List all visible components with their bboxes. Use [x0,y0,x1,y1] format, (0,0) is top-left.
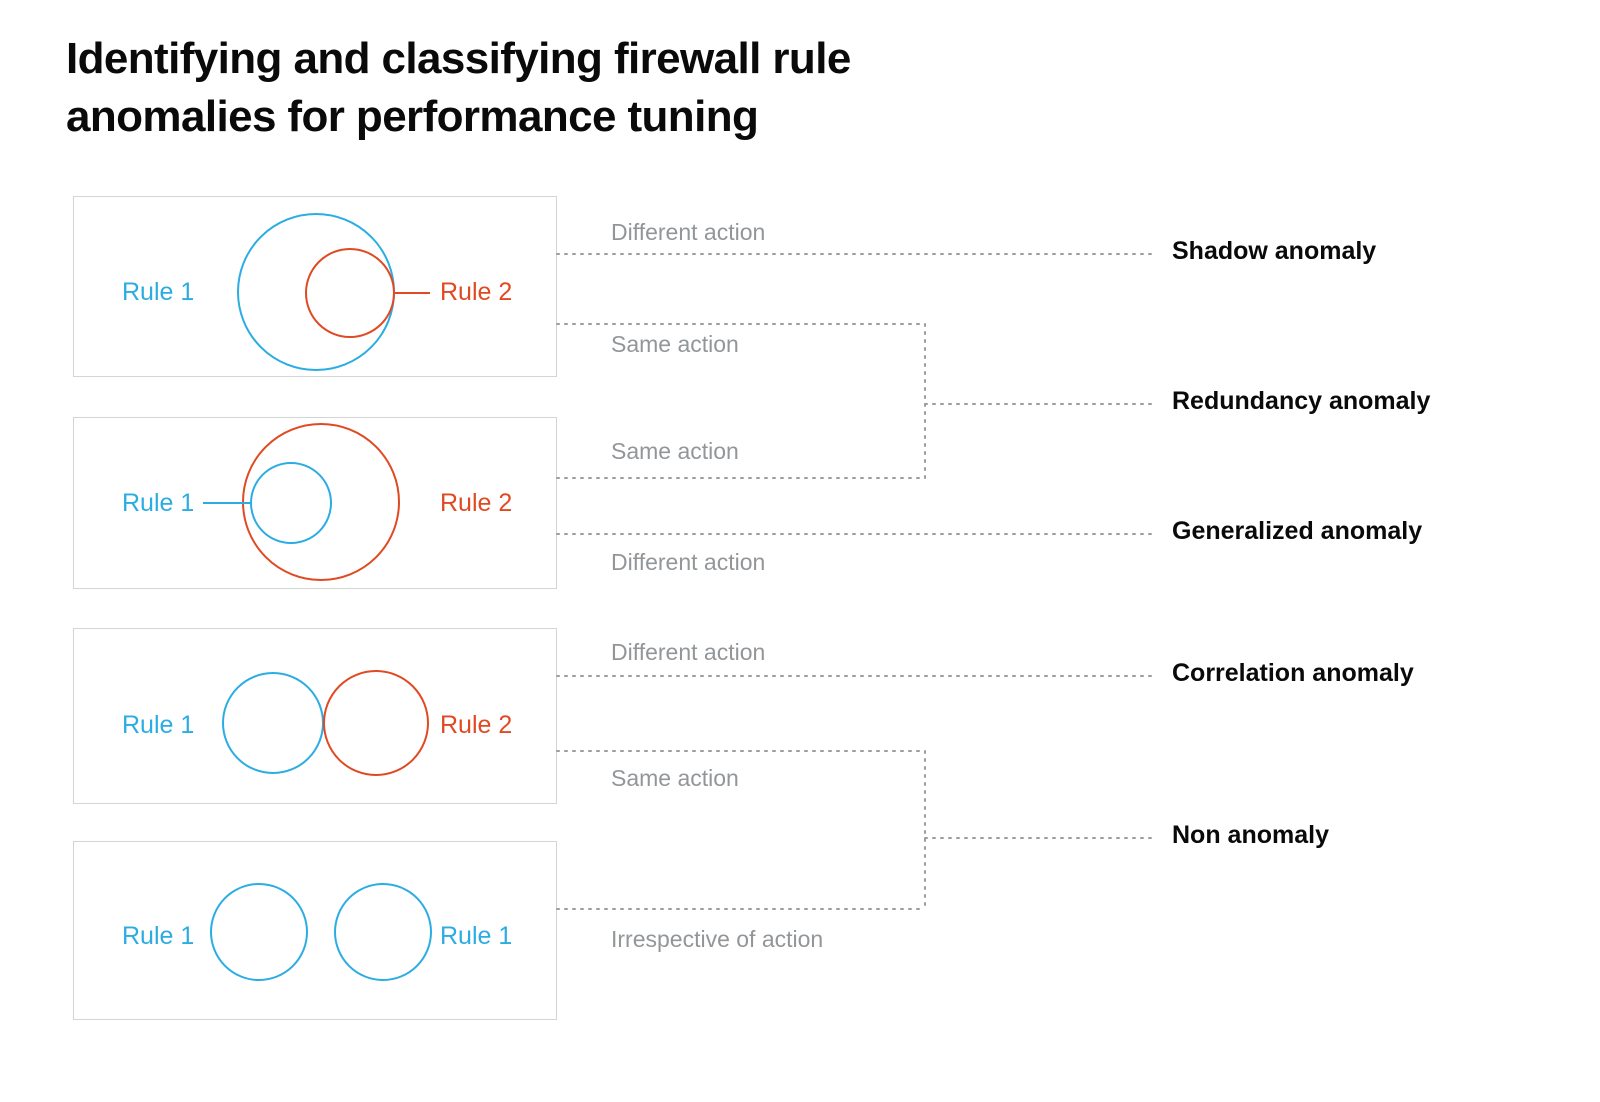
action-label-cond-2: Same action [611,331,739,357]
rule1-circle-correlation [222,672,324,774]
page-title-line-2: anomalies for performance tuning [66,92,759,141]
panel-correlation-figure [222,670,429,776]
anomaly-label-generalized: Generalized anomaly [1172,517,1423,545]
action-label-cond-5: Different action [611,639,766,665]
rule1-circle-generalized [250,462,332,544]
rule2-circle-generalized [242,423,400,581]
panel-non-anomaly [73,841,557,1020]
page-title: Identifying and classifying firewall rul… [66,30,1066,146]
rule-label-panel-correlation-left: Rule 1 [122,711,195,739]
anomaly-label-correlation: Correlation anomaly [1172,659,1414,687]
rule-label-panel-generalized-left: Rule 1 [122,489,195,517]
rule1-circle-right-non-anomaly [334,883,432,981]
action-label-cond-6: Same action [611,765,739,791]
anomaly-label-redundancy: Redundancy anomaly [1172,387,1431,415]
panel-correlation [73,628,557,804]
action-label-cond-3: Same action [611,438,739,464]
page-title-line-1: Identifying and classifying firewall rul… [66,34,851,83]
panel-shadow [73,196,557,377]
anomaly-label-shadow: Shadow anomaly [1172,237,1377,265]
rule-label-panel-non-anomaly-left: Rule 1 [122,922,195,950]
panel-non-anomaly-figure [210,883,432,981]
rule1-circle-shadow [237,213,395,371]
panel-generalized-figure [203,423,400,581]
panel-shadow-figure [237,213,430,371]
action-label-cond-4: Different action [611,549,766,575]
rule-label-panel-shadow-left: Rule 1 [122,278,195,306]
rule-label-panel-generalized-right: Rule 2 [440,489,513,517]
rule-label-panel-shadow-right: Rule 2 [440,278,513,306]
rule1-circle-left-non-anomaly [210,883,308,981]
action-label-cond-7: Irrespective of action [611,926,824,952]
rule-label-panel-non-anomaly-right: Rule 1 [440,922,513,950]
rule2-circle-correlation [323,670,429,776]
anomaly-label-non: Non anomaly [1172,821,1329,849]
rule2-circle-shadow [305,248,395,338]
rule-label-panel-correlation-right: Rule 2 [440,711,513,739]
action-label-cond-1: Different action [611,219,766,245]
panel-generalized [73,417,557,589]
